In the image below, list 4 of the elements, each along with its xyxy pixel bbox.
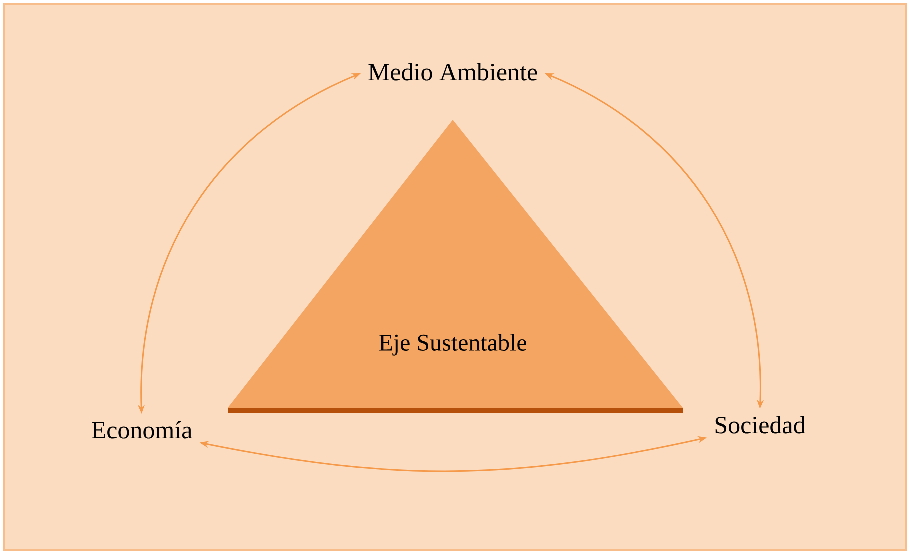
triangle: Eje Sustentable xyxy=(228,120,683,413)
label-text: Economía xyxy=(92,421,192,439)
label-text: Sociedad xyxy=(716,416,806,434)
label-text: Medio Ambiente xyxy=(368,63,538,81)
